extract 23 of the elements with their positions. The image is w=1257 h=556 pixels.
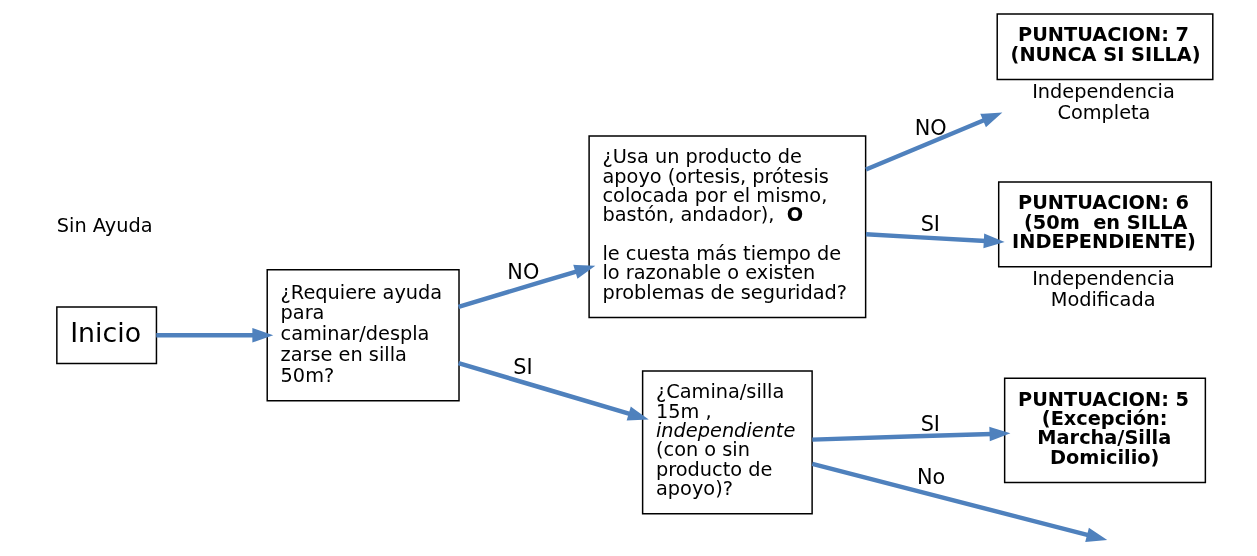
arrow (865, 232, 1005, 249)
edge-label: SI (920, 212, 940, 237)
edge-label: SI (920, 411, 940, 436)
node-box: PUNTUACION: 6 (50m en SILLA INDEPENDIENTE) (997, 181, 1213, 268)
edge-label: SI (513, 355, 533, 380)
node-box: PUNTUACION: 7 (NUNCA SI SILLA) (996, 13, 1214, 81)
edge-label: No (916, 465, 946, 490)
node-label: Independencia Modificada (1032, 267, 1175, 312)
node-box: PUNTUACION: 5 (Excepción: Marcha/Silla Domicilio) (1003, 377, 1207, 484)
node-label: Independencia Completa (1032, 79, 1175, 124)
arrow (156, 327, 274, 343)
edge-label: NO (914, 115, 947, 140)
arrow (457, 361, 649, 421)
arrow (812, 426, 1011, 442)
node-box: ¿Requiere ayuda para caminar/despla zarse en silla 50m? (266, 269, 460, 402)
arrow (811, 461, 1108, 542)
label: Sin Ayuda (56, 213, 153, 237)
node-box: ¿Usa un producto de apoyo (ortesis, prótesis colocada por el mismo, bastón, andador), O le cuesta más tiempo de lo razonable o existen problemas de seguridad? (588, 135, 867, 319)
node-box: ¿Camina/silla 15m , independiente (con o sin producto de apoyo)? (641, 370, 813, 515)
arrow (865, 112, 1003, 172)
edge-label: NO (507, 260, 540, 285)
arrow (457, 264, 596, 309)
node-box: Inicio (56, 306, 158, 365)
